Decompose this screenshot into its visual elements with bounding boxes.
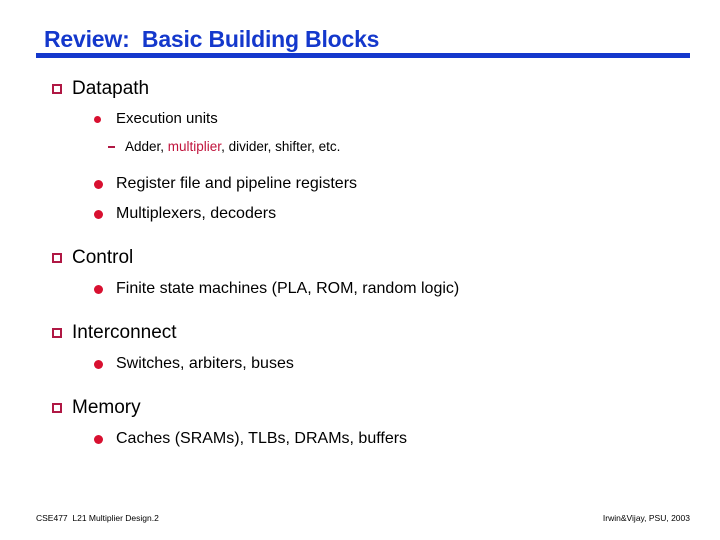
bullet-label: Finite state machines (PLA, ROM, random …: [116, 280, 460, 297]
footer-course-label: CSE477 L21 Multiplier Design.2: [36, 513, 159, 523]
bullet-level2-register-file: Register file and pipeline registers: [0, 172, 720, 196]
text-suffix: , divider, shifter, etc.: [221, 139, 341, 154]
square-bullet-icon: [52, 320, 72, 346]
page-title: Review: Basic Building Blocks: [44, 26, 380, 52]
bullet-level2-switches: Switches, arbiters, buses: [0, 352, 720, 376]
section-heading: Memory: [72, 397, 141, 418]
square-bullet-icon: [52, 245, 72, 271]
bullet-level1-memory: Memory: [0, 395, 720, 421]
bullet-label: Multiplexers, decoders: [116, 205, 277, 222]
bullet-label: Execution units: [116, 110, 218, 127]
section-heading: Datapath: [72, 78, 150, 99]
section-heading: Interconnect: [72, 322, 177, 343]
square-bullet-icon: [52, 395, 72, 421]
slide-title-block: Review: Basic Building Blocks: [36, 26, 690, 58]
disc-bullet-icon: [94, 108, 116, 130]
text-prefix: Adder,: [125, 139, 168, 154]
dash-bullet-icon: [108, 136, 125, 157]
bullet-level2-execution-units: Execution units: [0, 108, 720, 130]
title-underline-rule: [36, 53, 690, 58]
bullet-level1-datapath: Datapath: [0, 76, 720, 102]
bullet-level2-finite-state-machines: Finite state machines (PLA, ROM, random …: [0, 277, 720, 301]
bullet-level1-control: Control: [0, 245, 720, 271]
bullet-label: Switches, arbiters, buses: [116, 355, 294, 372]
disc-bullet-icon: [94, 277, 116, 301]
bullet-label: Register file and pipeline registers: [116, 175, 358, 192]
bullet-level1-interconnect: Interconnect: [0, 320, 720, 346]
bullet-label: Caches (SRAMs), TLBs, DRAMs, buffers: [116, 430, 408, 447]
slide-body: Datapath Execution units Adder, multipli…: [0, 76, 720, 451]
text-highlight-multiplier: multiplier: [167, 139, 222, 154]
square-bullet-icon: [52, 76, 72, 102]
bullet-label-composite: Adder, multiplier, divider, shifter, etc…: [125, 136, 340, 157]
section-heading: Control: [72, 247, 134, 268]
disc-bullet-icon: [94, 172, 116, 196]
slide-footer: CSE477 L21 Multiplier Design.2 Irwin&Vij…: [0, 513, 720, 529]
bullet-level2-caches: Caches (SRAMs), TLBs, DRAMs, buffers: [0, 427, 720, 451]
bullet-level2-multiplexers: Multiplexers, decoders: [0, 202, 720, 226]
footer-attribution: Irwin&Vijay, PSU, 2003: [602, 513, 690, 523]
disc-bullet-icon: [94, 427, 116, 451]
disc-bullet-icon: [94, 202, 116, 226]
bullet-level3-adder-list: Adder, multiplier, divider, shifter, etc…: [0, 136, 720, 157]
disc-bullet-icon: [94, 352, 116, 376]
